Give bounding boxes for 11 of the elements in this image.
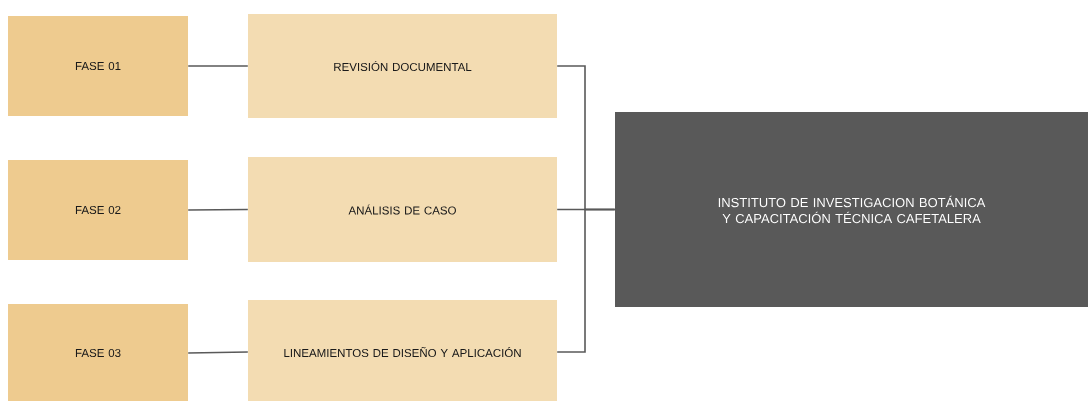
connector-line [556, 208, 616, 353]
connector-line [187, 65, 249, 67]
institute-box: INSTITUTO DE INVESTIGACION BOTÁNICA Y CAPACITACIÓN TÉCNICA CAFETALERA [615, 112, 1088, 307]
phase-box: FASE 03 [8, 304, 188, 401]
process-box: ANÁLISIS DE CASO [248, 157, 557, 262]
process-box: REVISIÓN DOCUMENTAL [248, 14, 557, 118]
connector-line [187, 208, 249, 211]
connector-line [187, 351, 249, 354]
process-box: LINEAMIENTOS DE DISEÑO Y APLICACIÓN [248, 300, 557, 401]
phase-box: FASE 02 [8, 160, 188, 260]
phase-box: FASE 01 [8, 16, 188, 116]
